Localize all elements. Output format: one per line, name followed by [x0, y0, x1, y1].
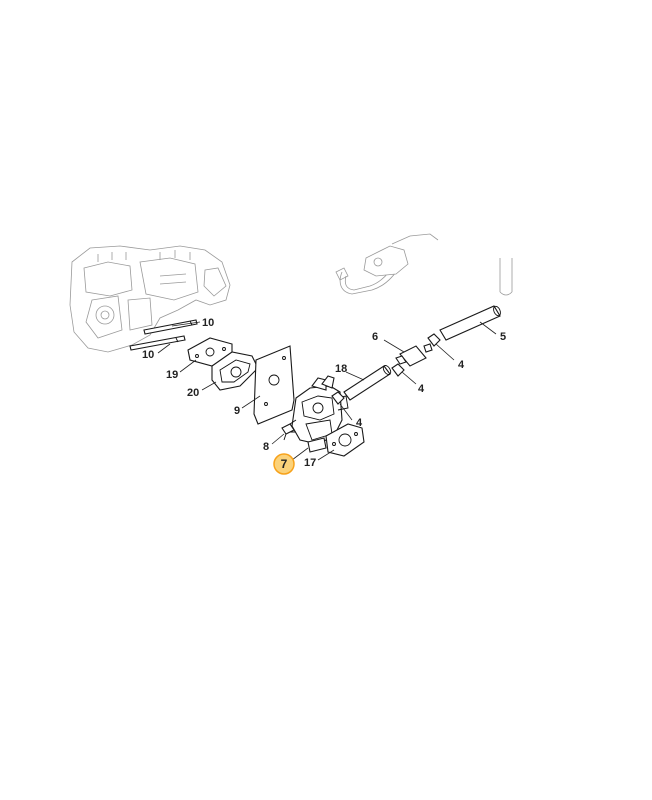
- gasket-17: [325, 423, 365, 457]
- carburetor-7: [289, 375, 349, 453]
- callout-4-hose[interactable]: 4: [458, 359, 465, 371]
- fuel-hose-18: [343, 365, 392, 401]
- stud-parts: [129, 319, 198, 351]
- screw-8: [281, 423, 295, 441]
- callout-10-lower[interactable]: 10: [142, 349, 154, 361]
- plate-9: [253, 345, 295, 425]
- callout-4-carb[interactable]: 4: [356, 417, 363, 429]
- callout-6[interactable]: 6: [372, 331, 378, 343]
- callout-19[interactable]: 19: [166, 369, 178, 381]
- callout-8[interactable]: 8: [263, 441, 269, 453]
- callout-9[interactable]: 9: [234, 405, 240, 417]
- callout-17[interactable]: 17: [304, 457, 316, 469]
- callout-5[interactable]: 5: [500, 331, 506, 343]
- callout-4-filter[interactable]: 4: [418, 383, 425, 395]
- callout-18[interactable]: 18: [335, 363, 347, 375]
- spacer-20: [211, 351, 259, 391]
- fuel-filter-6: [395, 343, 433, 367]
- callout-labels: 10 10 19 20 9 8 17 18 4 4 4 6 5: [142, 317, 506, 469]
- leader-lines: [157, 321, 497, 461]
- fuel-hose-5: [439, 305, 501, 341]
- callout-7: 7: [281, 457, 288, 471]
- hose-clamps-4: [331, 333, 441, 405]
- callout-20[interactable]: 20: [187, 387, 199, 399]
- callout-10-upper[interactable]: 10: [202, 317, 214, 329]
- highlighted-part-marker[interactable]: 7: [273, 453, 295, 475]
- fuel-tank-drawing: [335, 233, 513, 296]
- engine-block-drawing: [69, 245, 231, 353]
